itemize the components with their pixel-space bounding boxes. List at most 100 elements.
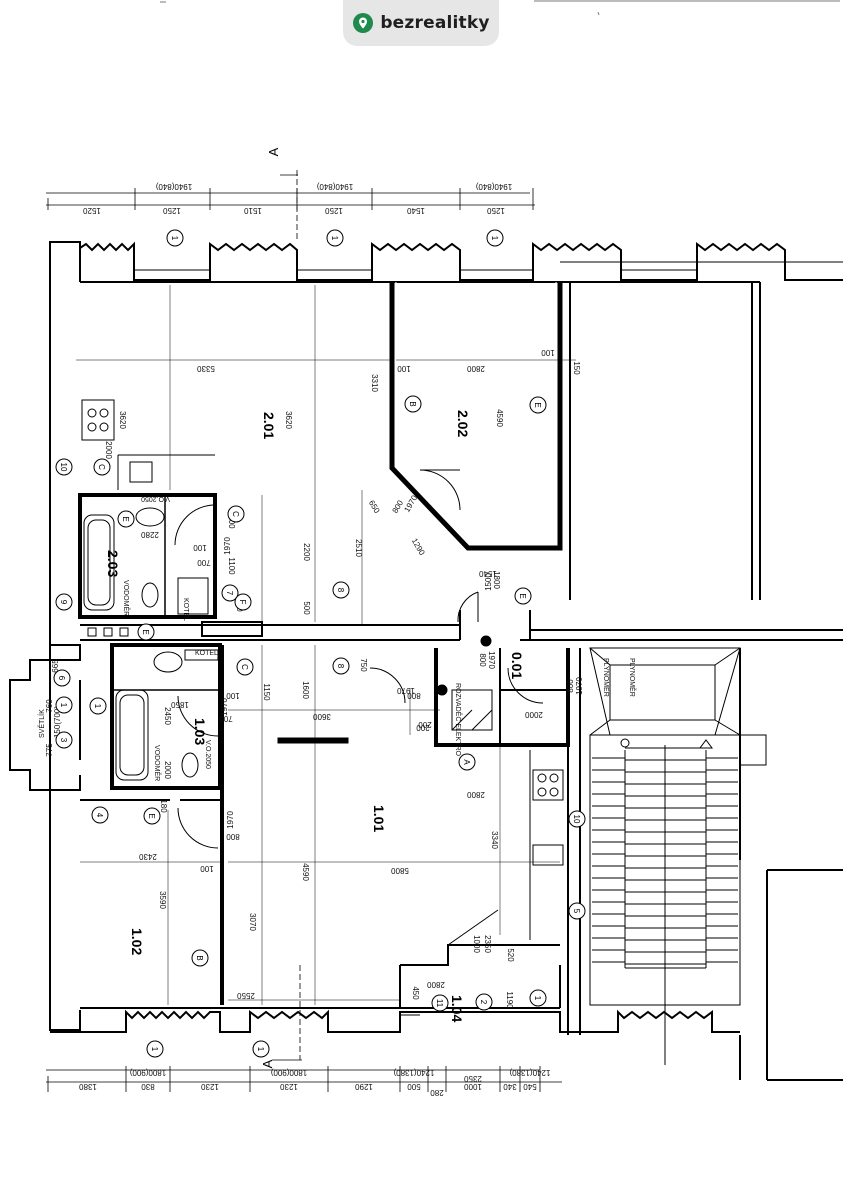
dimension-text: 1150 — [262, 683, 271, 701]
dimension-text: 665 — [51, 659, 60, 673]
dimension-text: 2800 — [467, 790, 485, 799]
dimension-text: 3590 — [158, 891, 167, 909]
tag-text: 10 — [59, 463, 68, 472]
tag-text: F — [238, 600, 247, 605]
tag-bubble: 1 — [486, 229, 504, 247]
dimension-text: 2000 — [525, 710, 543, 719]
tag-circle — [529, 989, 547, 1007]
dimension-text: 2430 — [139, 852, 157, 861]
tag-circle — [55, 731, 73, 749]
tag-circle — [486, 229, 504, 247]
dimension-text: 2000 — [104, 441, 113, 459]
tag-text: E — [147, 813, 156, 818]
tag-text: 3 — [59, 738, 68, 743]
dimension-text: 3600 — [313, 712, 331, 721]
room-numbers: 2.01 2.02 2.03 1.01 1.02 1.03 1.04 0.01 — [105, 410, 525, 1022]
room-1-04: 1.04 — [449, 995, 465, 1022]
label-vo: V.O.2050 — [204, 740, 211, 769]
dimension-text: 100 — [397, 364, 411, 373]
fixtures — [81, 399, 564, 940]
label-vo: V.O.2050 — [141, 495, 170, 502]
tag-circle — [55, 696, 73, 714]
dim-text: 1000 — [464, 1082, 482, 1091]
tag-circle — [221, 584, 239, 602]
tag-circle — [117, 510, 135, 528]
tag-bubble: 10 — [568, 810, 586, 828]
tag-circle — [227, 505, 245, 523]
tag-bubble: E — [514, 587, 532, 605]
dim-text: 1230 — [280, 1082, 298, 1091]
tag-text: B — [408, 401, 417, 406]
tag-bubble: A — [458, 753, 476, 771]
top-dimension-lines — [46, 170, 535, 240]
tag-circle — [568, 902, 586, 920]
tag-circle — [529, 396, 547, 414]
labels: VODOMĚR VODOMĚR KOTEL KOTEL V.O.2050 V.O… — [37, 495, 637, 781]
dimension-text: 2350 — [483, 935, 492, 953]
label-svetlik: SVĚTLÍK — [37, 709, 46, 738]
dimension-text: 1290 — [410, 537, 427, 557]
tag-bubble: 1 — [166, 229, 184, 247]
tag-bubble: 1 — [252, 1040, 270, 1058]
dimension-text: 3310 — [370, 374, 379, 392]
tag-bubble: E — [137, 623, 155, 641]
tag-text: A — [462, 759, 471, 765]
stair-treads — [592, 747, 738, 965]
tag-bubble: 1 — [89, 697, 107, 715]
tag-bubble: 8 — [332, 581, 350, 599]
brand-badge[interactable]: bezrealitky — [343, 0, 499, 46]
dimension-text: 1000 — [472, 935, 481, 953]
bottom-dimension-lines — [46, 965, 562, 1092]
tag-text: E — [518, 593, 527, 598]
dim-text: 1230 — [201, 1082, 219, 1091]
dimension-text: 760 — [45, 699, 54, 713]
top-dimension-texts: 1520 1250 1510 1250 1540 1250 1940(840) … — [83, 147, 513, 215]
dim-text: 1800(900) — [129, 1068, 166, 1077]
dimension-text: 800 — [478, 653, 487, 667]
dimension-text: 700 — [197, 558, 211, 567]
dimension-text: 5800 — [391, 866, 409, 875]
dimension-text: 5330 — [197, 364, 215, 373]
tag-text: 1 — [256, 1047, 265, 1052]
tag-text: 1 — [490, 236, 499, 241]
dimension-text: 1970 — [226, 811, 235, 829]
tag-bubble: 1 — [146, 1040, 164, 1058]
dimension-text: 650 — [367, 499, 382, 516]
room-2-03: 2.03 — [105, 550, 121, 577]
label-kotel: KOTEL — [195, 650, 218, 657]
dim-text: 1940(840) — [316, 182, 353, 191]
tag-text: 7 — [225, 591, 234, 596]
tag-bubble: B — [191, 949, 209, 967]
tag-circle — [475, 993, 493, 1011]
tag-circle — [55, 593, 73, 611]
tag-text: 1 — [93, 704, 102, 709]
dim-text: 2350 — [464, 1074, 482, 1083]
tag-text: 5 — [572, 909, 581, 914]
dimension-text: 3620 — [284, 411, 293, 429]
dimension-text: 800 — [407, 691, 421, 700]
tag-circle — [332, 581, 350, 599]
room-2-01: 2.01 — [261, 412, 277, 439]
dimension-text: 750 — [359, 658, 368, 672]
brand-name: bezrealitky — [380, 13, 490, 33]
tag-circle — [234, 593, 252, 611]
section-mark-top: A — [266, 147, 281, 156]
dimension-text: 1970 — [487, 651, 496, 669]
dimension-text: 150 — [572, 361, 581, 375]
dimension-text: 800 — [226, 832, 240, 841]
tag-text: 1 — [533, 996, 542, 1001]
dimension-text: 520 — [506, 948, 515, 962]
tag-text: E — [533, 402, 542, 407]
bottom-dimension-texts: 1380 830 1230 1230 1290 500 280 1000 340… — [79, 1059, 551, 1097]
tag-circle — [326, 229, 344, 247]
dim-text: 1290 — [355, 1082, 373, 1091]
tag-bubble: E — [529, 396, 547, 414]
dimension-text: 150(700) — [53, 706, 62, 738]
tag-circle — [568, 810, 586, 828]
tag-text: 2 — [479, 1000, 488, 1005]
dimension-text: 1970 — [223, 537, 232, 555]
tag-circle — [143, 807, 161, 825]
room-1-01: 1.01 — [371, 805, 387, 832]
tag-bubble: 1 — [326, 229, 344, 247]
section-mark-bottom: A — [260, 1059, 275, 1068]
